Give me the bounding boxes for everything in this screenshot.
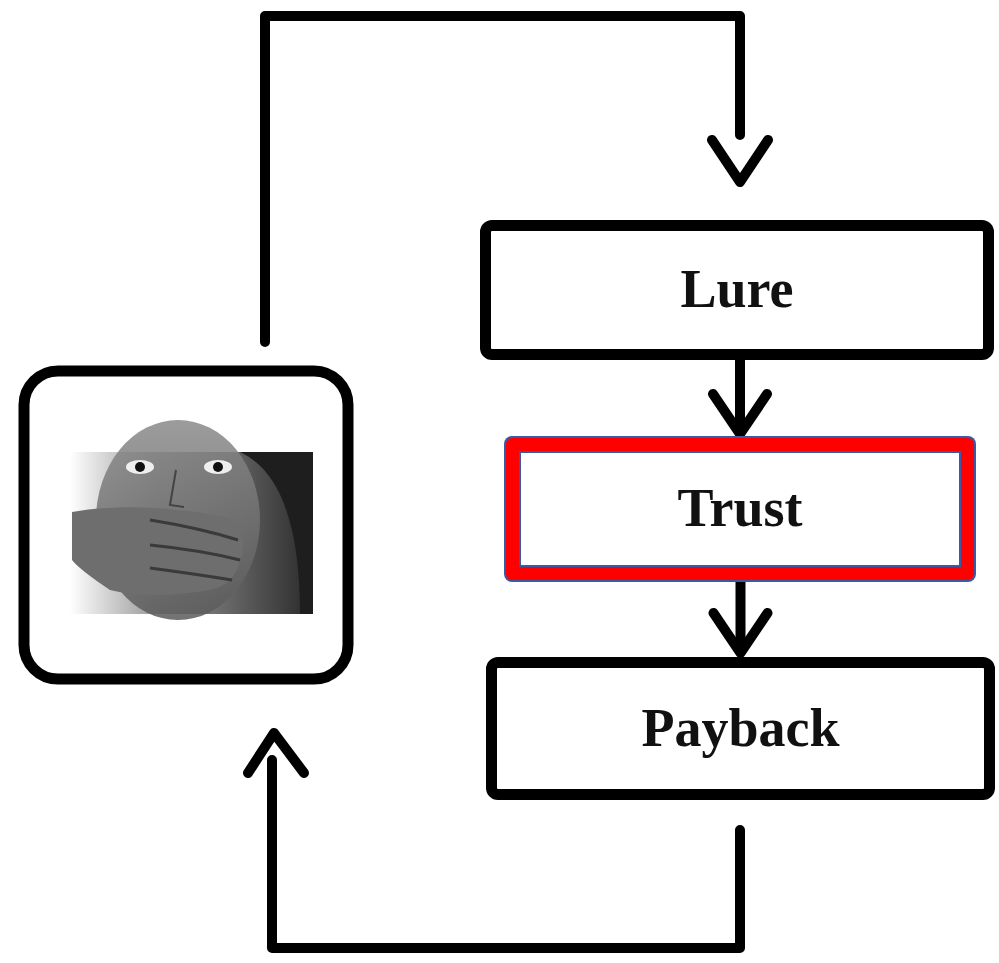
box-label: Payback: [641, 699, 839, 758]
flow-arrow: [714, 580, 768, 653]
arrow-head: [714, 613, 768, 653]
process-box: Lure: [480, 220, 994, 360]
picture-frame: [24, 371, 348, 679]
box-label: Lure: [680, 260, 793, 319]
box-label: Trust: [677, 479, 802, 538]
arrow-head: [248, 733, 304, 773]
process-box: Payback: [486, 657, 995, 800]
photo: [70, 420, 313, 620]
process-box: Trust: [506, 438, 974, 580]
arrow-head: [713, 394, 767, 434]
arrow-head: [712, 140, 768, 182]
flow-arrow: [713, 360, 767, 434]
